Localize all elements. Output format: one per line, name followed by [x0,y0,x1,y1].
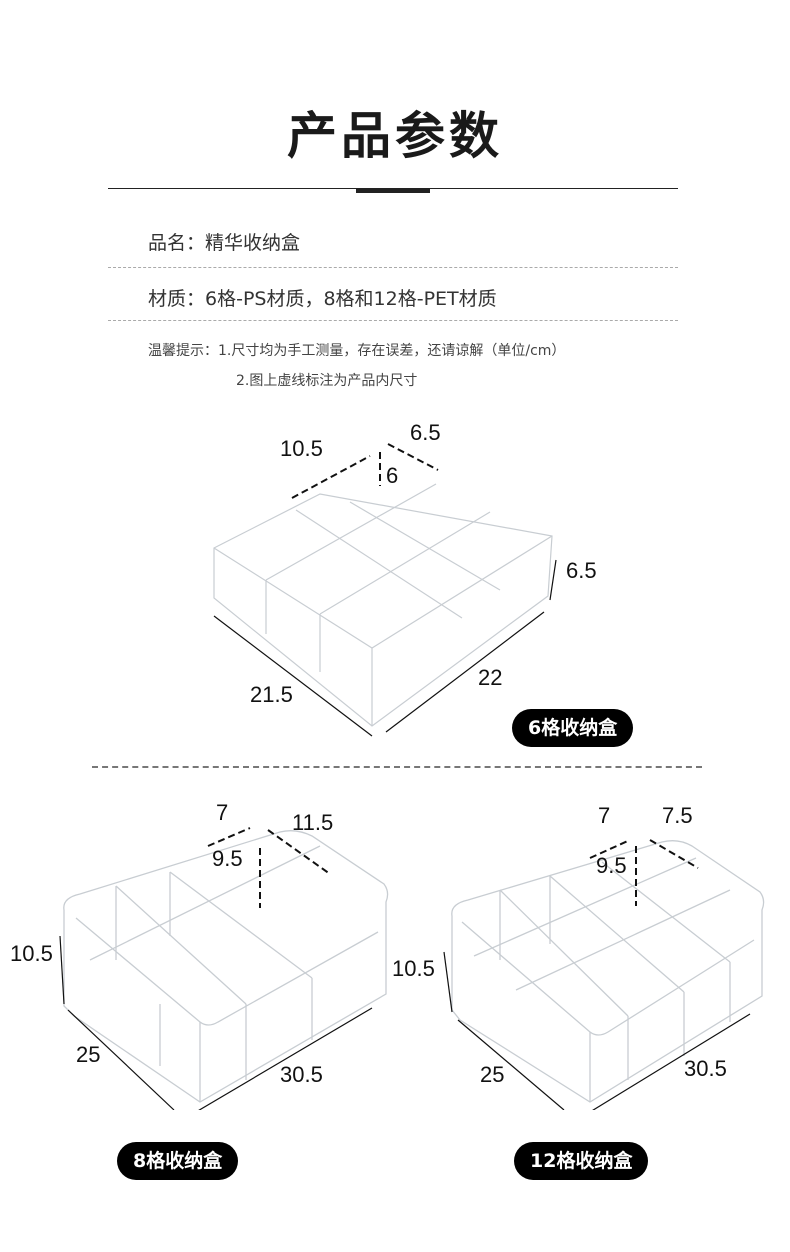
page-title: 产品参数 [287,106,503,165]
dim-length: 30.5 [280,1062,323,1087]
spec-divider [108,320,678,321]
dim-inner-width: 7 [598,803,611,828]
spec-product-name: 品名：精华收纳盒 [148,232,301,254]
dim-length: 30.5 [684,1056,727,1081]
dim-inner-width: 7 [216,800,229,825]
eight-grid-label: 8格收纳盒 [117,1142,239,1180]
dim-height: 10.5 [392,956,435,981]
section-separator [92,766,702,768]
dim-inner-length: 11.5 [292,810,334,835]
dim-depth: 25 [76,1042,101,1067]
dim-depth: 25 [480,1062,505,1087]
dim-height: 6.5 [566,558,597,583]
title-divider-accent [356,188,430,193]
dim-height: 10.5 [10,941,53,966]
dim-width: 22 [478,665,503,690]
note-line-1: 温馨提示：1.尺寸均为手工测量，存在误差，还请谅解（单位/cm） [148,343,566,359]
dim-inner-height: 9.5 [596,853,627,878]
six-grid-box-illustration [213,443,557,737]
dim-inner-height: 6 [386,463,399,488]
spec-material: 材质：6格-PS材质，8格和12格-PET材质 [148,288,497,310]
dim-inner-length: 10.5 [280,436,323,461]
eight-grid-box-illustration [59,827,389,1110]
dim-inner-width: 6.5 [410,420,441,445]
dim-inner-height: 9.5 [212,846,243,871]
dim-length: 21.5 [250,682,293,707]
note-line-2: 2.图上虚线标注为产品内尺寸 [236,373,418,389]
twelve-grid-label: 12格收纳盒 [514,1142,649,1180]
dim-inner-length: 7.5 [662,803,693,828]
spec-divider [108,267,678,268]
six-grid-label: 6格收纳盒 [512,709,634,747]
twelve-grid-box-illustration [443,839,765,1110]
